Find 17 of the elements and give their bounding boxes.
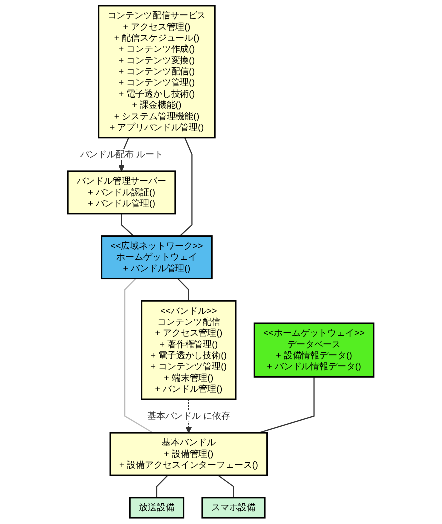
connector <box>180 138 193 237</box>
node-box: バンドル管理サーバー + バンドル認証() + バンドル管理() <box>67 170 176 215</box>
connector <box>218 475 234 498</box>
node-box: コンテンツ配信サービス + アクセス管理() + 配信スケジュール() + コンテンツ作成() + コンテンツ変換() + コンテンツ配信() + コンテンツ管理() + 電子透かし技術() + 課金機能() + システム管理機能() + アプリバンドル管理() <box>98 5 216 139</box>
connector <box>121 214 134 237</box>
connector <box>124 278 154 434</box>
connector <box>258 377 315 434</box>
node-box: スマホ設備 <box>202 497 266 519</box>
node-box: <<バンドル>> コンテンツ配信 + アクセス管理() + 著作権管理() + 電子透かし技術() + コンテンツ管理() + 端末管理() + バンドル管理() <box>141 300 237 400</box>
edge-label: バンドル配布 ルート <box>80 149 164 160</box>
connector <box>156 475 168 498</box>
node-box: 基本バンドル + 設備管理() + 設備アクセスインターフェース() <box>110 432 268 476</box>
connector <box>178 278 190 302</box>
node-box: <<広域ネットワーク>> ホームゲットウェイ + バンドル管理() <box>101 236 213 280</box>
node-box: <<ホームゲットウェイ>> データベース + 設備情報データ() + バンドル情報データ() <box>254 322 375 378</box>
edge-label: 基本バンドル に依存 <box>147 410 230 422</box>
node-box: 放送設備 <box>129 497 185 519</box>
